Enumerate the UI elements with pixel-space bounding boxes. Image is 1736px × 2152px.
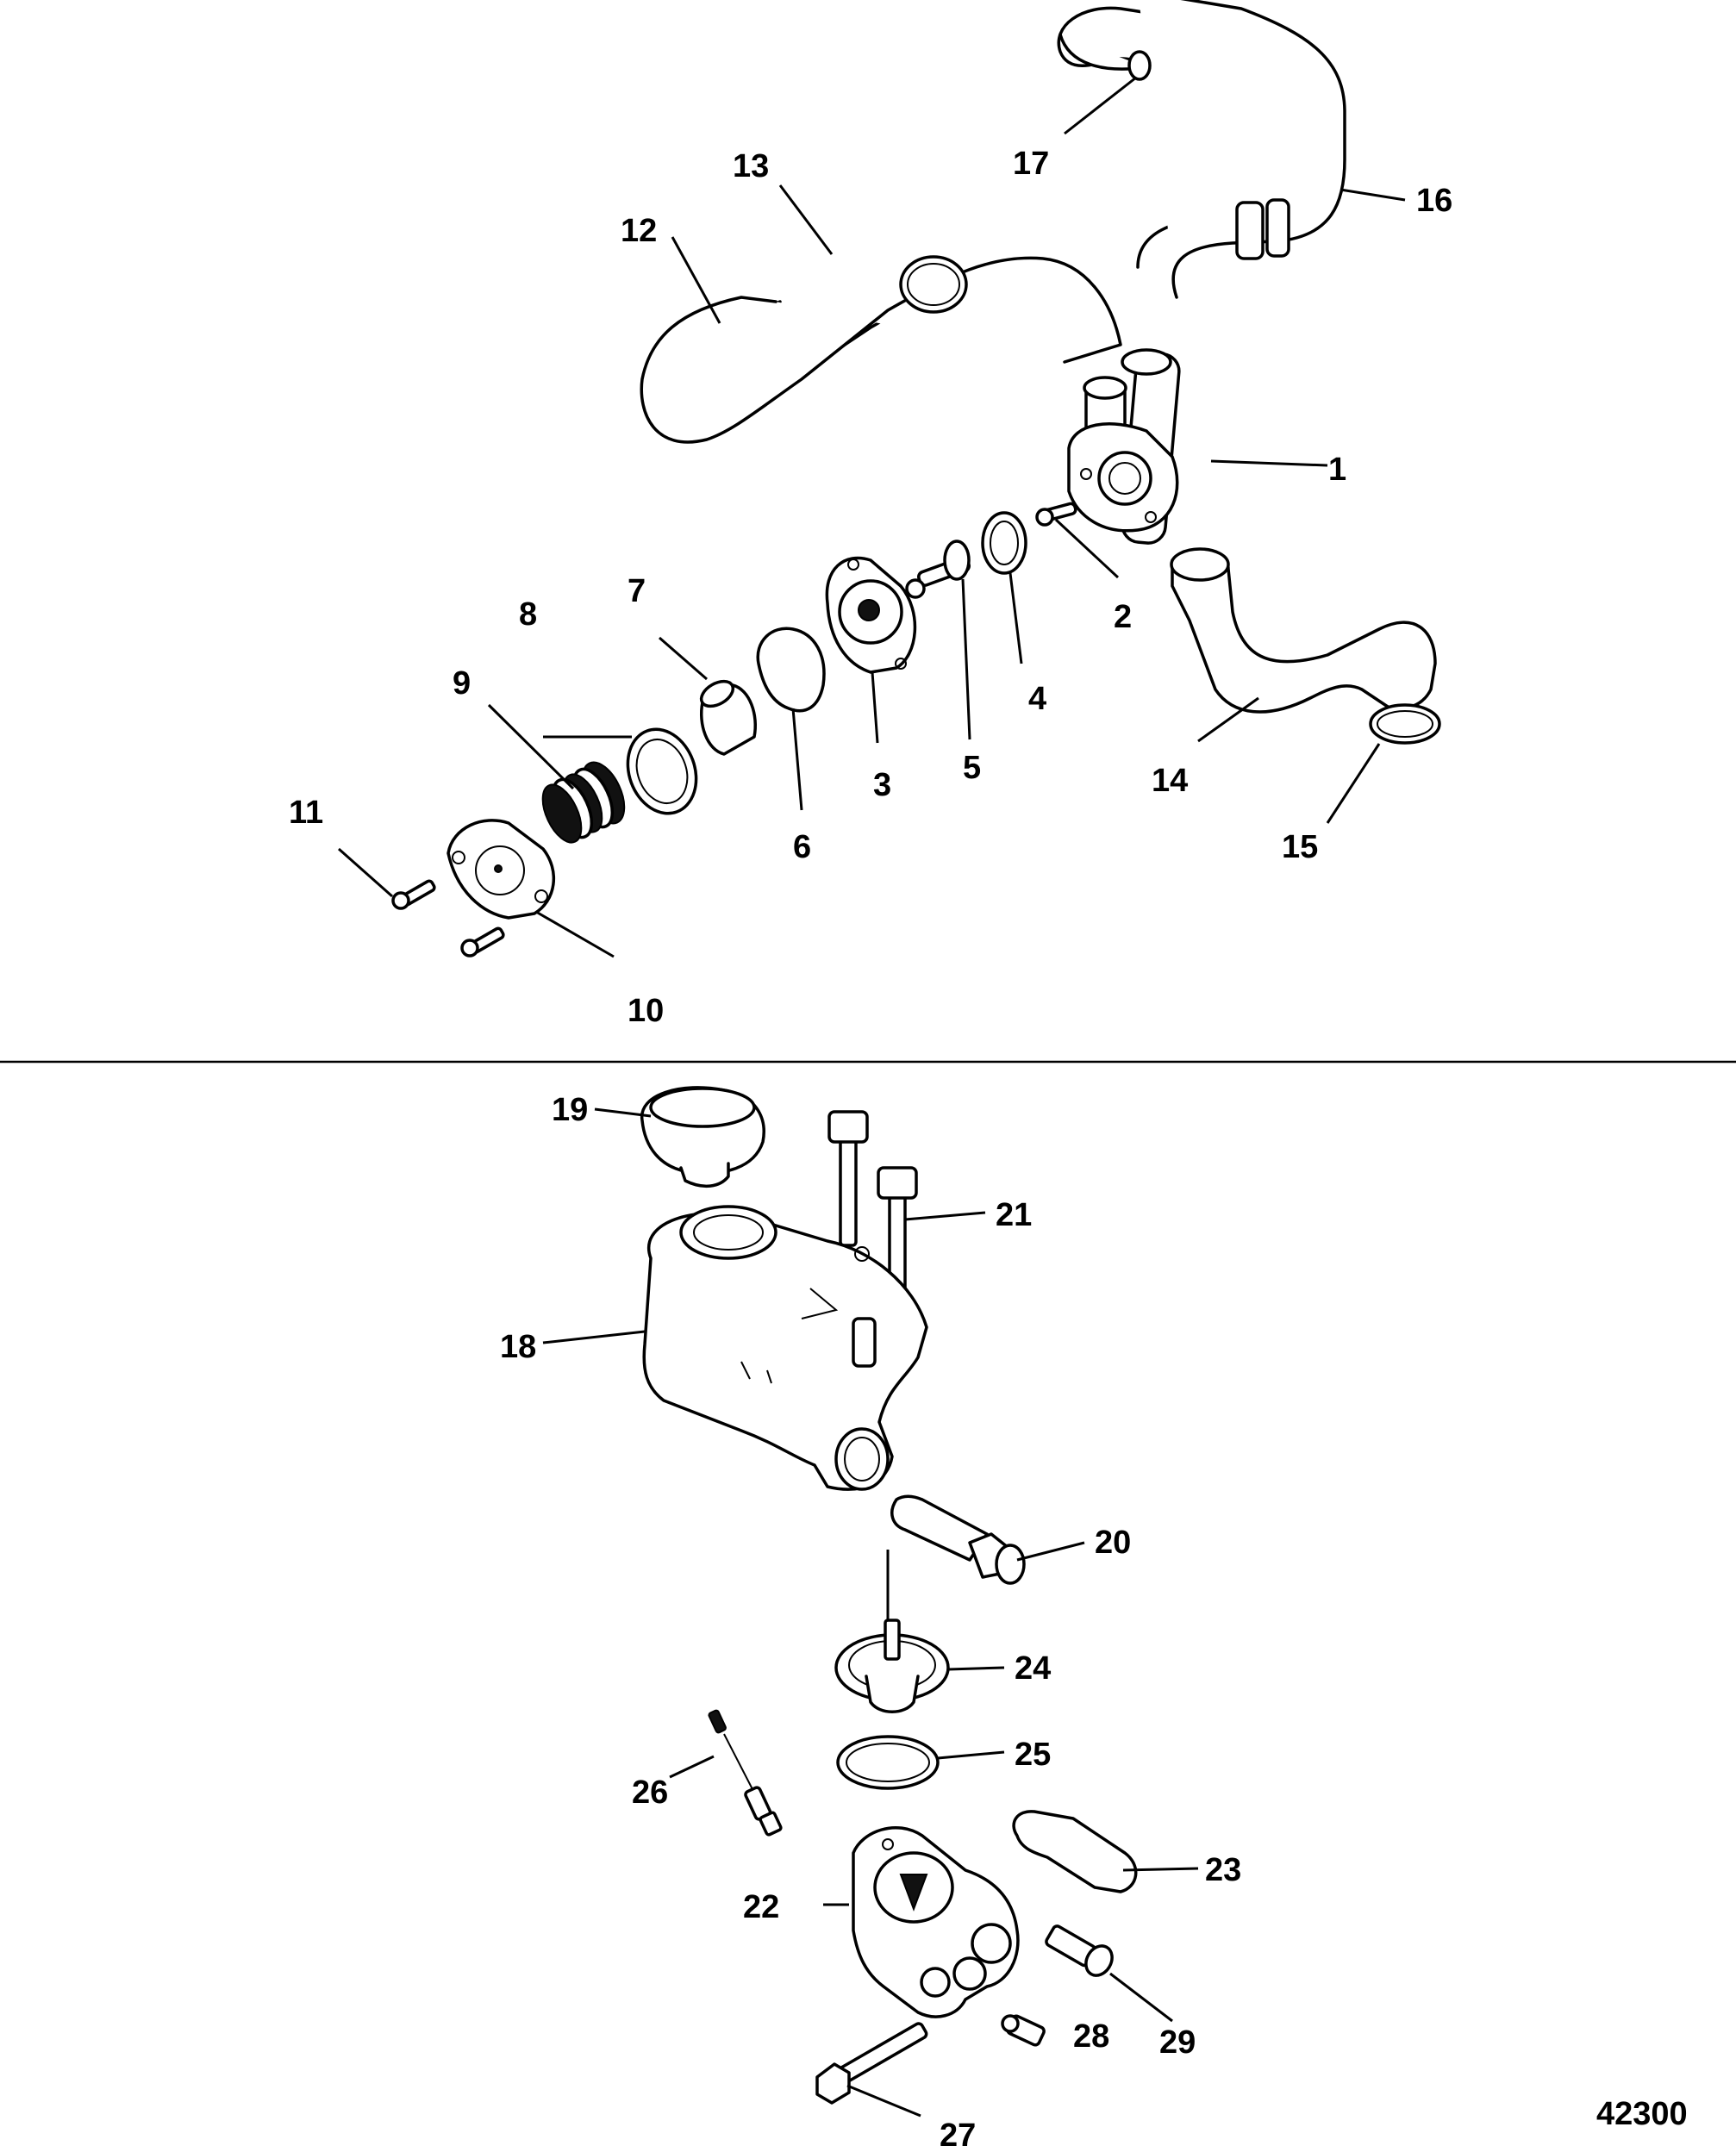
- callout-9: 9: [453, 665, 471, 702]
- part-8-seal: [626, 727, 698, 815]
- part-18-reservoir: [642, 1205, 928, 1491]
- part-14-hose: [1170, 547, 1437, 714]
- part-25-oring: [836, 1735, 940, 1790]
- part-12-hose: [640, 256, 1122, 444]
- callout-11: 11: [289, 795, 323, 831]
- callout-15: 15: [1282, 829, 1318, 865]
- part-24-thermostat: [834, 1619, 950, 1713]
- leader-lines: [338, 76, 1406, 2118]
- callout-6: 6: [793, 829, 811, 865]
- callout-24: 24: [1015, 1650, 1051, 1687]
- part-3-cover: [825, 556, 917, 674]
- part-27-bolt: [815, 2022, 928, 2105]
- part-5-valve: [905, 540, 971, 599]
- callout-17: 17: [1013, 146, 1049, 182]
- callout-12: 12: [621, 213, 657, 249]
- part-29-sensor: [1045, 1924, 1114, 1977]
- part-11-bolts: [391, 879, 505, 957]
- callout-2: 2: [1114, 599, 1132, 635]
- callout-28: 28: [1073, 2018, 1109, 2055]
- callout-10: 10: [628, 993, 664, 1029]
- callout-4: 4: [1028, 681, 1046, 717]
- callout-26: 26: [632, 1775, 668, 1811]
- part-9-spring: [541, 761, 626, 844]
- part-15-clamp: [1369, 703, 1441, 745]
- part-19-cap: [640, 1086, 765, 1188]
- part-16-hose: [1057, 0, 1346, 299]
- callout-8: 8: [519, 596, 537, 633]
- part-23-gasket: [1012, 1810, 1138, 1893]
- callout-21: 21: [996, 1197, 1032, 1233]
- part-7-sleeve: [699, 679, 757, 756]
- callout-3: 3: [873, 767, 891, 803]
- callout-13: 13: [733, 148, 769, 184]
- part-26-sensor: [708, 1709, 783, 1837]
- callout-19: 19: [552, 1092, 588, 1128]
- callout-22: 22: [743, 1889, 779, 1925]
- part-28-sensor: [1001, 2014, 1046, 2047]
- part-4-oring: [981, 511, 1027, 575]
- callout-7: 7: [628, 573, 646, 609]
- part-17-clamp: [1127, 50, 1152, 81]
- part-2-screw: [1035, 502, 1077, 527]
- callout-18: 18: [500, 1329, 536, 1365]
- diagram-reference-number: 42300: [1596, 2096, 1688, 2132]
- part-21-bolts: [827, 1110, 918, 1303]
- callout-20: 20: [1095, 1525, 1131, 1561]
- callout-14: 14: [1152, 763, 1188, 799]
- callout-1: 1: [1328, 452, 1346, 488]
- callout-23: 23: [1205, 1852, 1241, 1888]
- callout-29: 29: [1159, 2024, 1196, 2061]
- callout-25: 25: [1015, 1737, 1051, 1773]
- callout-5: 5: [963, 750, 981, 786]
- part-13-clamp: [899, 255, 968, 314]
- part-22-housing: [852, 1826, 1020, 2018]
- part-1-housing: [1067, 348, 1181, 545]
- part-6-gasket: [756, 627, 826, 713]
- part-10-cap: [446, 819, 556, 920]
- callout-27: 27: [940, 2118, 976, 2152]
- callout-16: 16: [1416, 183, 1452, 219]
- part-20-fitting: [890, 1494, 1026, 1585]
